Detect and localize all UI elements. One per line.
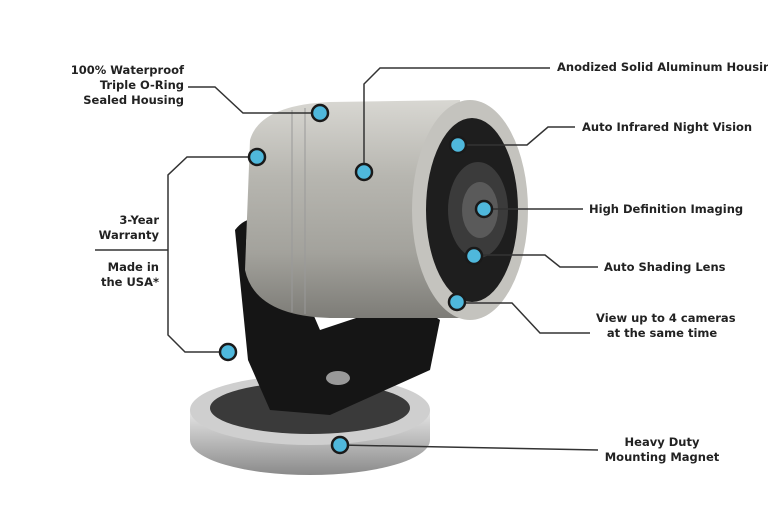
- label-infrared: Auto Infrared Night Vision: [582, 120, 753, 134]
- label-cameras: View up to 4 cameras at the same time: [596, 311, 736, 341]
- dot-usa: [218, 342, 238, 362]
- label-line: Made in: [107, 260, 159, 274]
- dot-cameras: [447, 292, 467, 312]
- label-line: Heavy Duty: [624, 435, 700, 449]
- label-line: 3-Year: [119, 213, 159, 227]
- label-line: Sealed Housing: [83, 93, 184, 107]
- label-line: Warranty: [98, 228, 159, 242]
- callout-dots: [218, 103, 494, 455]
- label-hd: High Definition Imaging: [589, 202, 744, 216]
- callout-lines: [95, 67, 599, 451]
- label-warranty: 3-Year Warranty: [99, 213, 159, 243]
- label-shading: Auto Shading Lens: [604, 260, 726, 274]
- label-line: at the same time: [606, 326, 718, 340]
- label-line: Triple O-Ring: [99, 78, 184, 92]
- dot-magnet: [330, 435, 350, 455]
- label-line: Mounting Magnet: [604, 450, 720, 464]
- dot-hd: [474, 199, 494, 219]
- label-housing: Anodized Solid Aluminum Housing: [557, 60, 768, 74]
- dot-shading: [464, 246, 484, 266]
- label-magnet: Heavy Duty Mounting Magnet: [602, 435, 722, 465]
- label-made-in-usa: Made in the USA*: [101, 260, 159, 290]
- label-line: the USA*: [100, 275, 159, 289]
- label-line: View up to 4 cameras: [596, 311, 736, 325]
- label-line: 100% Waterproof: [70, 63, 184, 77]
- bolt-icon: [326, 371, 350, 385]
- label-waterproof: 100% Waterproof Triple O-Ring Sealed Hou…: [71, 63, 184, 108]
- camera-body: [245, 100, 528, 320]
- dot-warranty: [247, 147, 267, 167]
- dot-waterproof: [310, 103, 330, 123]
- dot-housing: [354, 162, 374, 182]
- dot-infrared: [448, 135, 468, 155]
